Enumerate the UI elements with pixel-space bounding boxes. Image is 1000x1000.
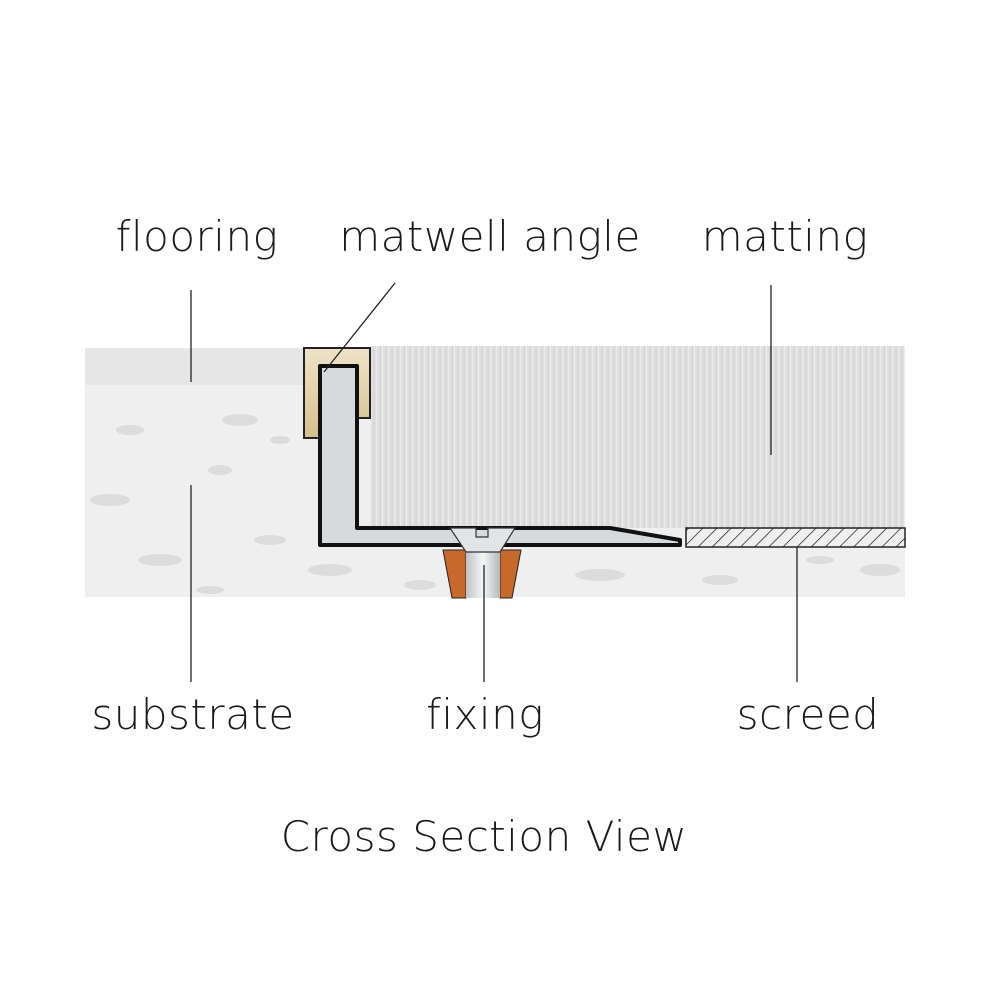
- label-matwell-angle: matwell angle: [339, 212, 641, 261]
- matting: [370, 346, 905, 528]
- label-fixing: fixing: [426, 690, 544, 739]
- screw-shaft: [466, 552, 500, 598]
- label-matting: matting: [701, 212, 869, 261]
- label-substrate: substrate: [91, 690, 295, 739]
- label-screed: screed: [736, 690, 880, 739]
- screed: [685, 527, 906, 548]
- diagram-caption: Cross Section View: [280, 812, 688, 861]
- leader-lines: [190, 282, 798, 682]
- substrate-aggregate: [90, 414, 900, 594]
- screw-head: [448, 527, 517, 553]
- flooring: [85, 348, 303, 385]
- label-flooring: flooring: [115, 212, 279, 261]
- matwell-angle: [318, 364, 682, 547]
